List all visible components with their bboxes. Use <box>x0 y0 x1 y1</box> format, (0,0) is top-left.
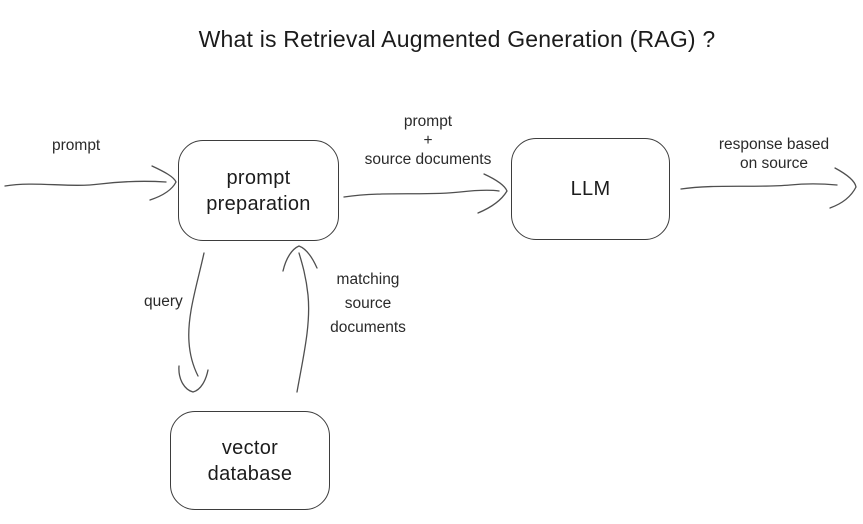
diagram-title: What is Retrieval Augmented Generation (… <box>198 26 716 52</box>
prompt-arrow-head-icon <box>149 165 177 201</box>
edge-label-response-based-on-source: response based on source <box>718 136 830 172</box>
node-prompt-preparation-label-line2: preparation <box>206 192 311 215</box>
node-prompt-preparation: prompt preparation <box>178 140 339 241</box>
response-arrow-line <box>680 183 838 190</box>
node-prompt-preparation-label-line1: prompt <box>226 166 291 189</box>
edge-label-prompt-plus-source-documents: prompt + source documents <box>364 113 492 168</box>
prompt-sources-arrow-head-icon <box>477 173 508 214</box>
node-vector-database-label-line2: database <box>207 462 293 485</box>
query-arrow-line <box>188 252 205 377</box>
node-llm-label: LLM <box>570 178 611 200</box>
prompt-arrow-line <box>4 180 167 187</box>
matching-arrow-line <box>296 252 310 393</box>
edge-label-matching-source-documents: matching source documents <box>330 271 406 336</box>
matching-arrow-head-icon <box>282 245 318 272</box>
edge-label-query: query <box>144 293 183 310</box>
edge-label-prompt: prompt <box>52 137 101 154</box>
node-vector-database-label-line1: vector <box>221 436 279 459</box>
response-arrow-head-icon <box>829 167 857 209</box>
node-llm: LLM <box>511 138 670 240</box>
prompt-sources-arrow-line <box>343 189 500 198</box>
node-vector-database: vector database <box>170 411 330 510</box>
query-arrow-head-icon <box>178 365 209 393</box>
